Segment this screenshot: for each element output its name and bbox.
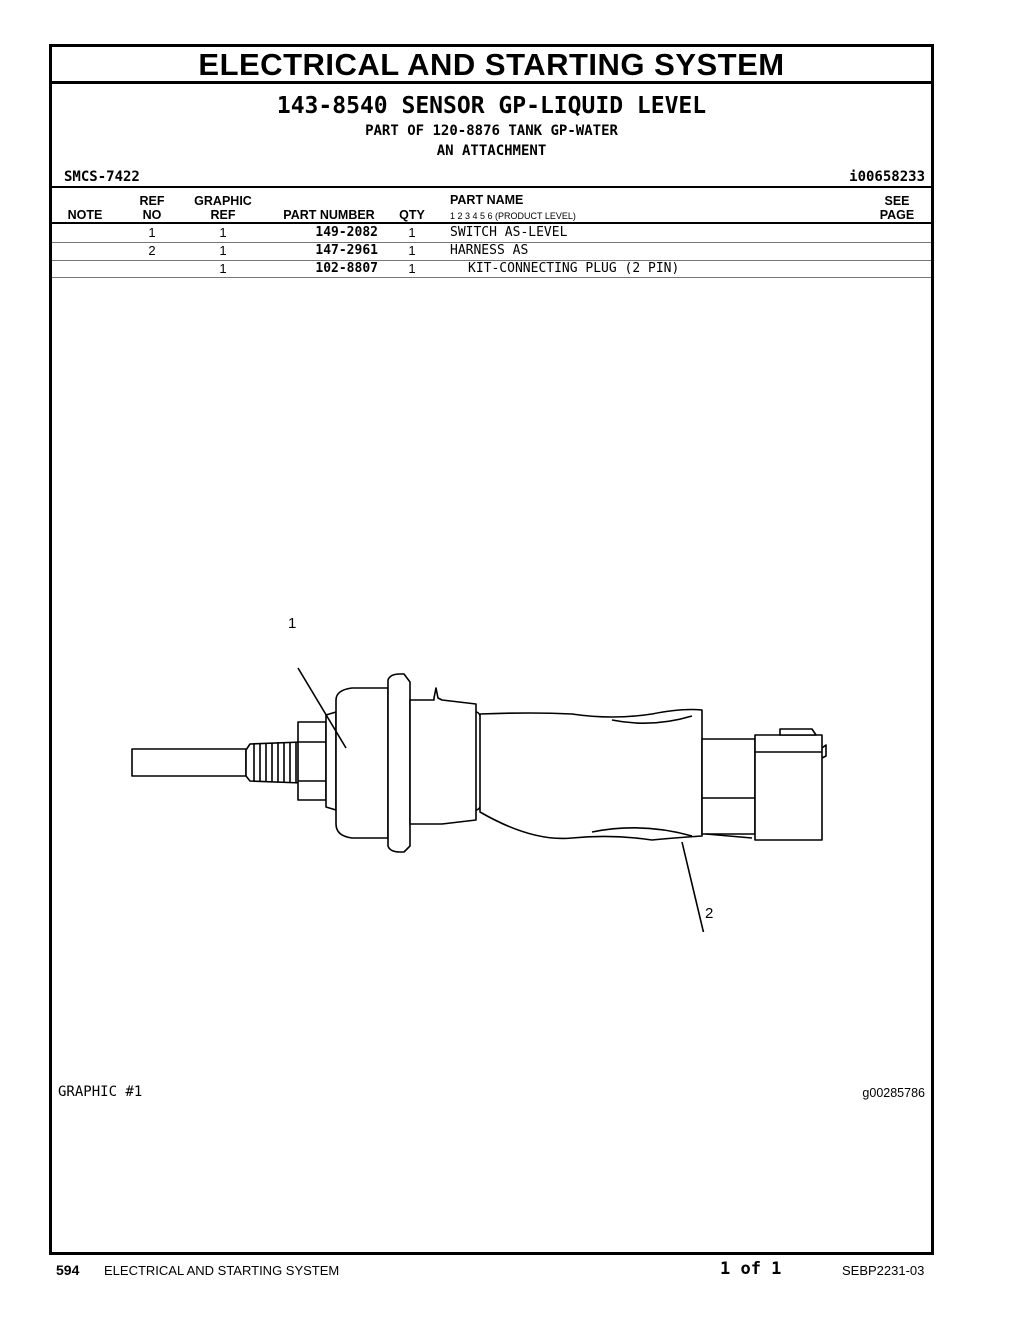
row-part-number: 102-8807 xyxy=(315,261,378,276)
connector-plug xyxy=(754,728,827,841)
smcs-code: SMCS-7422 xyxy=(64,169,140,185)
row-divider xyxy=(52,277,931,278)
publication-number: SEBP2231-03 xyxy=(842,1263,925,1278)
row-graphic-ref: 1 xyxy=(219,261,227,276)
leader-line-2 xyxy=(681,841,705,932)
sensor-illustration xyxy=(131,667,827,932)
product-level-scale: 1 2 3 4 5 6 (PRODUCT LEVEL) xyxy=(450,211,576,221)
row-graphic-ref: 1 xyxy=(219,225,227,240)
row-part-number: 147-2961 xyxy=(315,243,378,258)
graphic-id: g00285786 xyxy=(862,1086,925,1100)
header-top-rule xyxy=(52,186,931,188)
document-id: i00658233 xyxy=(849,169,925,185)
graphic-label: GRAPHIC #1 xyxy=(58,1084,143,1100)
col-ref-no-line2: NO xyxy=(142,208,162,222)
callout-2: 2 xyxy=(705,905,714,922)
row-part-number: 149-2082 xyxy=(315,225,378,240)
col-graphic-ref-line1: GRAPHIC xyxy=(194,194,252,208)
row-part-name: HARNESS AS xyxy=(450,243,529,258)
assembly-type: AN ATTACHMENT xyxy=(436,143,547,159)
col-qty: QTY xyxy=(399,208,425,222)
wire-leads xyxy=(701,738,756,839)
probe-rod xyxy=(131,748,247,777)
row-divider xyxy=(52,260,931,261)
parent-assembly: PART OF 120-8876 TANK GP-WATER xyxy=(365,123,618,139)
row-divider xyxy=(52,242,931,243)
row-part-name: KIT-CONNECTING PLUG (2 PIN) xyxy=(468,261,680,276)
header-bottom-rule xyxy=(52,222,931,224)
row-qty: 1 xyxy=(408,243,416,258)
section-banner: ELECTRICAL AND STARTING SYSTEM xyxy=(52,47,931,84)
threaded-section xyxy=(245,741,303,784)
col-ref-no-line1: REF xyxy=(139,194,165,208)
row-part-name: SWITCH AS-LEVEL xyxy=(450,225,568,240)
row-qty: 1 xyxy=(408,225,416,240)
hex-nut xyxy=(297,711,337,811)
page-of: 1 of 1 xyxy=(720,1259,782,1279)
switch-body xyxy=(335,673,483,853)
leader-line-1 xyxy=(297,667,347,749)
row-ref-no: 1 xyxy=(148,225,156,240)
col-part-number: PART NUMBER xyxy=(283,208,375,222)
row-ref-no: 2 xyxy=(148,243,156,258)
page-frame: ELECTRICAL AND STARTING SYSTEM 143-8540 … xyxy=(49,44,934,1255)
col-graphic-ref-line2: REF xyxy=(210,208,236,222)
footer-section: ELECTRICAL AND STARTING SYSTEM xyxy=(104,1263,340,1278)
row-qty: 1 xyxy=(408,261,416,276)
col-part-name: PART NAME xyxy=(450,193,524,207)
col-see-page-line1: SEE xyxy=(884,194,910,208)
callout-1: 1 xyxy=(288,615,297,632)
col-note: NOTE xyxy=(67,208,103,222)
harness-sleeve xyxy=(479,708,703,841)
col-see-page-line2: PAGE xyxy=(879,208,915,222)
assembly-title: 143-8540 SENSOR GP-LIQUID LEVEL xyxy=(276,93,707,119)
row-graphic-ref: 1 xyxy=(219,243,227,258)
page-number: 594 xyxy=(56,1262,80,1278)
